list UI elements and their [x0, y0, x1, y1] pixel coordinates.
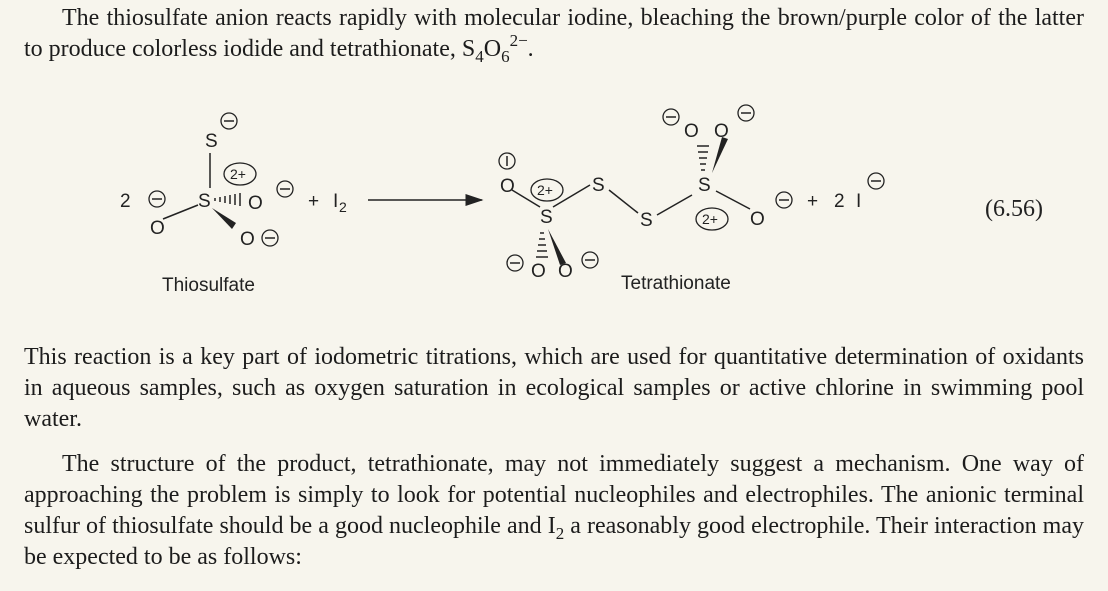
charge-minus-o-ul: [498, 152, 516, 170]
oxygen-left: O: [150, 218, 165, 239]
oxygen-bottom: O: [240, 229, 255, 250]
sulfur-terminal: S: [205, 131, 218, 152]
coefficient-left: 2: [120, 191, 131, 212]
iodine-subscript: 2: [339, 199, 347, 215]
thiosulfate-structure: 2 O S S 2+ O O Thiosulfate: [120, 112, 294, 296]
charge-label-right: 2+: [702, 211, 718, 227]
charge-2plus-left: [530, 178, 564, 202]
oxygen-top-left: O: [684, 121, 699, 142]
charge-minus-o-right: [276, 180, 294, 198]
charge-minus-o-bl: [506, 254, 524, 272]
plus-sign-2: +: [807, 191, 818, 212]
iodide: I: [856, 191, 861, 212]
oxygen-bottom-right: O: [558, 261, 573, 282]
charge-minus-o-tr: [737, 104, 755, 122]
charge-minus-iodide: [867, 172, 885, 190]
charge-minus-o-br: [581, 251, 599, 269]
formula-o: O: [483, 36, 502, 62]
intro-paragraph: The thiosulfate anion reacts rapidly wit…: [24, 3, 1084, 65]
mechanism-text: The structure of the product, tetrathion…: [24, 451, 1084, 539]
oxygen-ul: O: [500, 176, 515, 197]
formula-s: S: [461, 36, 476, 62]
formula-end: .: [527, 36, 534, 62]
sulfur-bridge-1: S: [592, 175, 605, 196]
paragraph-iodometric: This reaction is a key part of iodometri…: [24, 344, 1084, 432]
iodine: I: [333, 191, 338, 212]
intro-text: The thiosulfate anion reacts rapidly wit…: [24, 5, 1084, 62]
charge-2plus-thiosulfate: [223, 162, 257, 186]
sulfur-bridge-2: S: [640, 210, 653, 231]
charge-label-left: 2+: [537, 182, 553, 198]
sulfur-central: S: [198, 191, 211, 212]
sulfur-left: S: [540, 207, 553, 228]
label-thiosulfate: Thiosulfate: [162, 275, 255, 296]
coefficient-iodide: 2: [834, 191, 845, 212]
label-tetrathionate: Tetrathionate: [621, 273, 731, 294]
formula-o-sub: 6: [501, 47, 510, 66]
plus-sign-1: +: [308, 191, 319, 212]
oxygen-right: O: [248, 193, 263, 214]
tetrathionate-structure: O S 2+ S S S 2+ O O O: [498, 104, 793, 294]
oxygen-far-right: O: [750, 209, 765, 230]
charge-minus-o-left: [148, 190, 166, 208]
equation-number: (6.56): [985, 196, 1043, 222]
charge-minus-o-bottom: [261, 229, 279, 247]
formula-s-sub: 4: [475, 47, 484, 66]
oxygen-bottom-left: O: [531, 261, 546, 282]
mechanism-subscript: 2: [555, 524, 565, 543]
formula-charge: 2−: [509, 31, 528, 50]
sulfur-right: S: [698, 175, 711, 196]
charge-minus-o-tl: [662, 108, 680, 126]
charge-2plus-right: [695, 207, 729, 231]
paragraph-mechanism: The structure of the product, tetrathion…: [24, 449, 1084, 573]
charge-minus-o-fr: [775, 191, 793, 209]
charge-minus-s-top: [220, 112, 238, 130]
charge-label-thiosulfate: 2+: [230, 166, 246, 182]
reaction-scheme: 2 O S S 2+ O O Thiosulfate: [120, 104, 1043, 296]
mechanism-text-end: a reasonably good electrophile. Their in…: [24, 513, 1084, 570]
oxygen-top-right: O: [714, 121, 729, 142]
